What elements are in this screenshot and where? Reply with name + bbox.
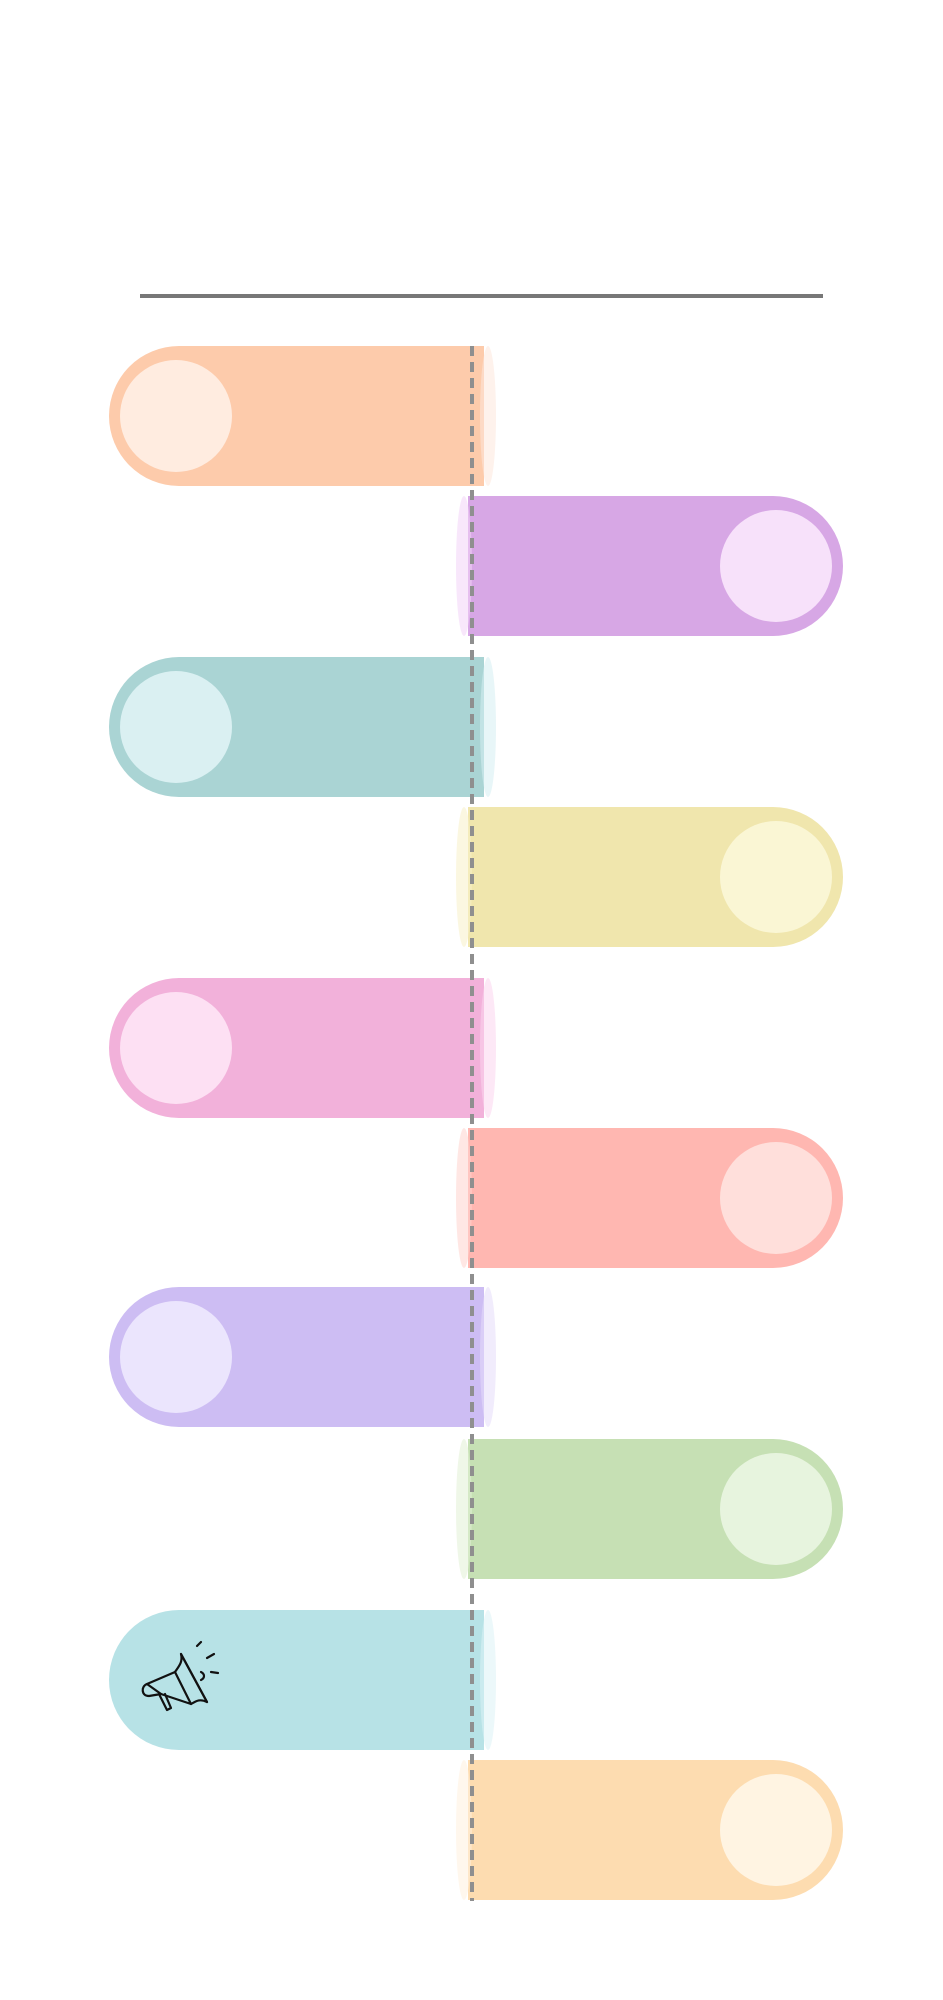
timeline-item-6 [456,1128,843,1268]
timeline-item-9 [109,1610,496,1750]
icon-placeholder-circle [720,821,832,933]
megaphone-icon [135,1632,231,1728]
timeline-item-8 [456,1439,843,1579]
connector-lip [456,1760,472,1900]
timeline-spine-dashed [470,346,474,1901]
icon-placeholder-circle [120,1301,232,1413]
icon-placeholder-circle [720,1453,832,1565]
icon-placeholder-circle [120,360,232,472]
top-divider-line [140,294,823,298]
timeline-item-5 [109,978,496,1118]
connector-lip [456,807,472,947]
connector-lip [456,496,472,636]
connector-lip [480,1287,496,1427]
timeline-item-7 [109,1287,496,1427]
connector-lip [456,1439,472,1579]
icon-placeholder-circle [120,992,232,1104]
icon-placeholder-circle [720,510,832,622]
connector-lip [456,1128,472,1268]
connector-lip [480,1610,496,1750]
icon-placeholder-circle [720,1774,832,1886]
connector-lip [480,657,496,797]
timeline-item-4 [456,807,843,947]
timeline-item-3 [109,657,496,797]
timeline-item-1 [109,346,496,486]
connector-lip [480,978,496,1118]
timeline-item-10 [456,1760,843,1900]
icon-placeholder-circle [120,671,232,783]
timeline-item-2 [456,496,843,636]
connector-lip [480,346,496,486]
icon-placeholder-circle [720,1142,832,1254]
